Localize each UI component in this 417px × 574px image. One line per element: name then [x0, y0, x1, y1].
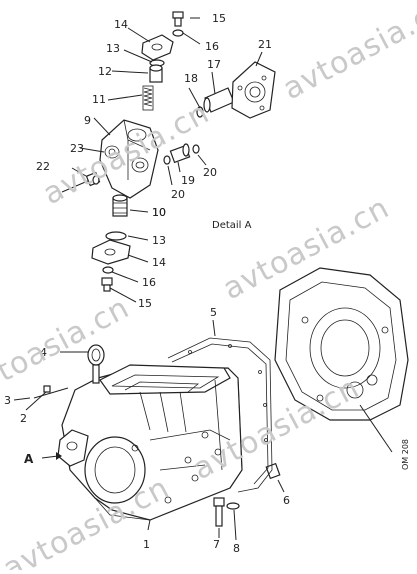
callout-25: 10 — [152, 206, 166, 219]
view-a-arrow — [41, 455, 59, 459]
flywheel-housing-cover — [274, 267, 409, 421]
callout-26: 13 — [152, 234, 166, 247]
callout-5: 5 — [210, 306, 217, 319]
screw-15-lower — [101, 277, 113, 292]
o-ring-16-lower — [102, 266, 114, 274]
cover-21 — [231, 61, 276, 119]
callout-29: 15 — [138, 297, 152, 310]
callout-12: 12 — [98, 65, 112, 78]
callout-14: 14 — [114, 18, 128, 31]
callout-13: 13 — [106, 42, 120, 55]
callout-10: 10 — [152, 206, 166, 219]
callout-9: 9 — [84, 114, 91, 127]
washer-8 — [226, 502, 240, 510]
valve-body-9 — [99, 119, 159, 199]
dowel-6 — [265, 462, 281, 480]
detail-a-label: Detail A — [212, 220, 252, 231]
o-ring-20-right — [192, 144, 200, 154]
callout-3: 3 — [4, 394, 11, 407]
callout-6: 6 — [283, 494, 290, 507]
o-ring-16-top — [172, 29, 184, 37]
callout-22: 21 — [258, 38, 272, 51]
view-marker-a: A — [24, 452, 34, 466]
washer-23 — [92, 175, 100, 185]
callout-20: 20 — [171, 188, 185, 201]
leader-lines — [13, 17, 393, 541]
callout-19: 19 — [181, 174, 195, 187]
cover-plate-14-top — [141, 34, 174, 61]
callout-4: 4 — [40, 346, 47, 359]
fitting-10 — [112, 194, 128, 217]
callout-16: 16 — [205, 40, 219, 53]
eye-bolt-4 — [87, 344, 105, 384]
callout-28: 16 — [142, 276, 156, 289]
bolt-2 — [43, 385, 51, 393]
callout-18: 18 — [184, 72, 198, 85]
figure-code: OM 208 — [401, 439, 410, 470]
view-a-arrowhead — [56, 452, 62, 460]
watermark-1: avtoasia.cn — [277, 0, 417, 107]
callout-23: 22 — [36, 160, 50, 173]
sleeve-19 — [169, 143, 191, 164]
sleeve-17 — [203, 87, 235, 113]
cap-12 — [149, 64, 163, 83]
cover-plate-14-lower — [91, 239, 131, 265]
gasket-5 — [167, 337, 273, 493]
callout-7: 7 — [213, 538, 220, 551]
transmission-case-1 — [33, 344, 281, 527]
detail-a-assembly — [61, 11, 276, 292]
valve-block-location-a — [57, 429, 89, 467]
callout-17: 17 — [207, 58, 221, 71]
callout-21: 20 — [203, 166, 217, 179]
o-ring-20-left — [163, 155, 171, 165]
bolt-7 — [213, 497, 225, 527]
callout-15: 15 — [212, 12, 226, 25]
pin-3 — [33, 387, 69, 399]
callout-27: 14 — [152, 256, 166, 269]
callout-2: 2 — [20, 412, 27, 425]
callout-1: 1 — [143, 538, 150, 551]
callout-8: 8 — [233, 542, 240, 555]
callout-11: 11 — [92, 93, 106, 106]
screw-15-top — [172, 11, 184, 27]
o-ring-13-lower — [105, 231, 127, 241]
callout-24: 23 — [70, 142, 84, 155]
spring-11 — [142, 85, 154, 111]
